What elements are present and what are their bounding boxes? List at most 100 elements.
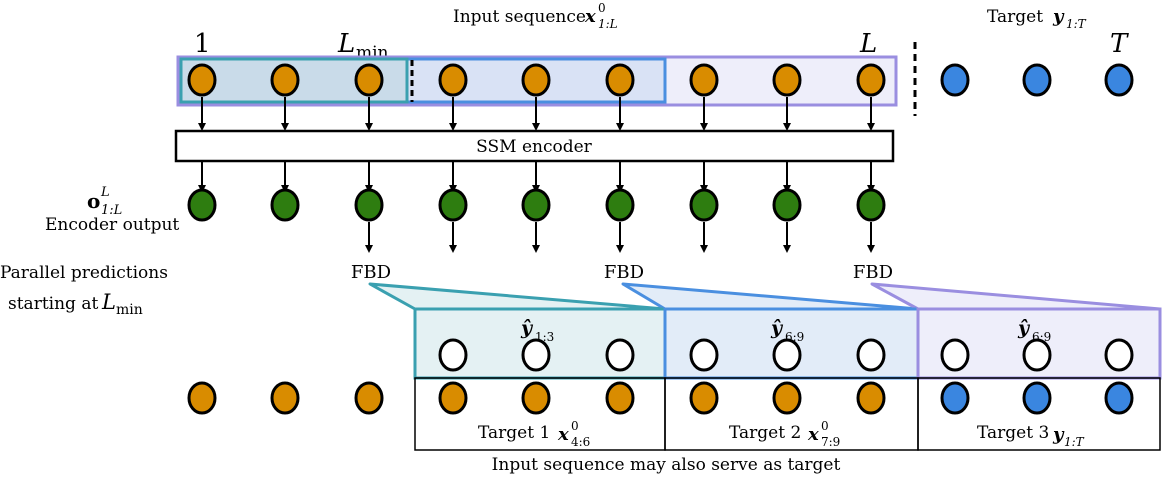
input-to-encoder-arrows xyxy=(198,97,875,131)
input-node xyxy=(605,63,635,97)
target-node xyxy=(1022,63,1052,97)
bottom-input-node xyxy=(438,381,468,415)
prediction-nodes xyxy=(438,338,1134,372)
encoder-output-node xyxy=(521,188,551,222)
encoder-output-nodes-row xyxy=(187,188,886,222)
target-3-text: Target 3 xyxy=(977,423,1049,443)
encoder-output-node xyxy=(856,188,886,222)
input-node xyxy=(856,63,886,97)
bottom-nodes-row xyxy=(187,381,1134,415)
encoder-output-label-group: o L 1:L Encoder output xyxy=(45,185,179,235)
index-l-label: L xyxy=(859,29,877,59)
encoder-output-math: o xyxy=(87,189,100,213)
encoder-output-label: Encoder output xyxy=(45,215,179,235)
fbd-label-2: FBD xyxy=(604,262,644,283)
target-label: Target xyxy=(987,7,1043,27)
input-node xyxy=(521,63,551,97)
prediction-node xyxy=(689,338,719,372)
encoder-output-node xyxy=(438,188,468,222)
input-node xyxy=(689,63,719,97)
encoder-output-sub: 1:L xyxy=(101,203,122,218)
target-2-sub: 7:9 xyxy=(821,435,840,449)
input-node xyxy=(438,63,468,97)
prediction-node xyxy=(856,338,886,372)
input-sequence-sub: 1:L xyxy=(598,17,618,31)
prediction-node xyxy=(438,338,468,372)
target-3-math: y xyxy=(1052,424,1065,445)
encoder-output-node xyxy=(689,188,719,222)
fbd-funnel-1 xyxy=(368,282,667,311)
encoder-to-output-arrows xyxy=(198,162,875,193)
target-math: y xyxy=(1052,6,1065,27)
prediction-node xyxy=(772,338,802,372)
encoder-output-node xyxy=(772,188,802,222)
target-3-sub: 1:T xyxy=(1064,435,1085,449)
bottom-input-node xyxy=(856,381,886,415)
footer-note: Input sequence may also serve as target xyxy=(492,455,841,475)
input-node xyxy=(354,63,384,97)
encoder-output-sup: L xyxy=(100,185,110,200)
input-sequence-math: x xyxy=(584,6,596,27)
fbd-funnel-2 xyxy=(621,282,920,311)
target-1-sup: 0 xyxy=(571,419,579,433)
ssm-encoder-label: SSM encoder xyxy=(476,137,593,157)
prediction-node xyxy=(1104,338,1134,372)
parallel-lmin: L xyxy=(101,290,116,314)
fbd-funnel-3 xyxy=(870,282,1162,311)
target-label-2: Target 2 x 0 7:9 xyxy=(729,419,840,449)
target-node xyxy=(940,63,970,97)
target-1-sub: 4:6 xyxy=(571,435,590,449)
prediction-node xyxy=(940,338,970,372)
bottom-input-node xyxy=(521,381,551,415)
encoder-output-node xyxy=(270,188,300,222)
target-sub: 1:T xyxy=(1066,17,1087,31)
prediction-node xyxy=(1022,338,1052,372)
parallel-lmin-sub: min xyxy=(116,302,143,318)
parallel-line2: starting at xyxy=(8,294,98,314)
prediction-node xyxy=(521,338,551,372)
lmin-letter: L xyxy=(337,29,355,59)
bottom-input-node xyxy=(270,381,300,415)
ssm-encoder-box xyxy=(174,129,895,163)
prediction-node xyxy=(605,338,635,372)
target-2-math: x xyxy=(807,424,819,445)
input-sequence-sup: 0 xyxy=(598,1,606,15)
bottom-target-node xyxy=(1104,381,1134,415)
target-2-text: Target 2 xyxy=(729,423,801,443)
target-nodes-row xyxy=(940,63,1134,97)
bottom-input-node xyxy=(689,381,719,415)
bottom-input-node xyxy=(772,381,802,415)
fbd-label-3: FBD xyxy=(853,262,893,283)
parallel-line1: Parallel predictions xyxy=(0,263,168,283)
index-t-label: T xyxy=(1110,29,1129,59)
index-one-label: 1 xyxy=(194,29,211,59)
bottom-target-node xyxy=(1022,381,1052,415)
target-1-math: x xyxy=(557,424,569,445)
target-node xyxy=(1104,63,1134,97)
prediction-1-hat: ŷ xyxy=(520,317,534,339)
bottom-input-node xyxy=(354,381,384,415)
fbd-label-1: FBD xyxy=(351,262,391,283)
input-nodes-row xyxy=(187,63,886,97)
output-to-fbd-arrows xyxy=(365,222,875,253)
prediction-3-hat: ŷ xyxy=(1017,317,1031,339)
ssm-encoder: SSM encoder xyxy=(174,129,895,163)
encoder-output-node xyxy=(605,188,635,222)
encoder-output-node xyxy=(354,188,384,222)
target-label-3: Target 3 y 1:T xyxy=(977,423,1085,449)
bottom-input-node xyxy=(605,381,635,415)
input-node xyxy=(772,63,802,97)
parallel-predictions-label: Parallel predictions starting at L min xyxy=(0,263,168,318)
encoder-output-node xyxy=(187,188,217,222)
target-box-3 xyxy=(917,377,1161,451)
target-1-text: Target 1 xyxy=(478,423,550,443)
input-node xyxy=(270,63,300,97)
bottom-input-node xyxy=(187,381,217,415)
prediction-2-hat: ŷ xyxy=(770,317,784,339)
bottom-target-node xyxy=(940,381,970,415)
input-node xyxy=(187,63,217,97)
target-label-1: Target 1 x 0 4:6 xyxy=(478,419,590,449)
target-2-sup: 0 xyxy=(821,419,829,433)
input-sequence-header: Input sequence x 0 1:L xyxy=(453,1,618,31)
